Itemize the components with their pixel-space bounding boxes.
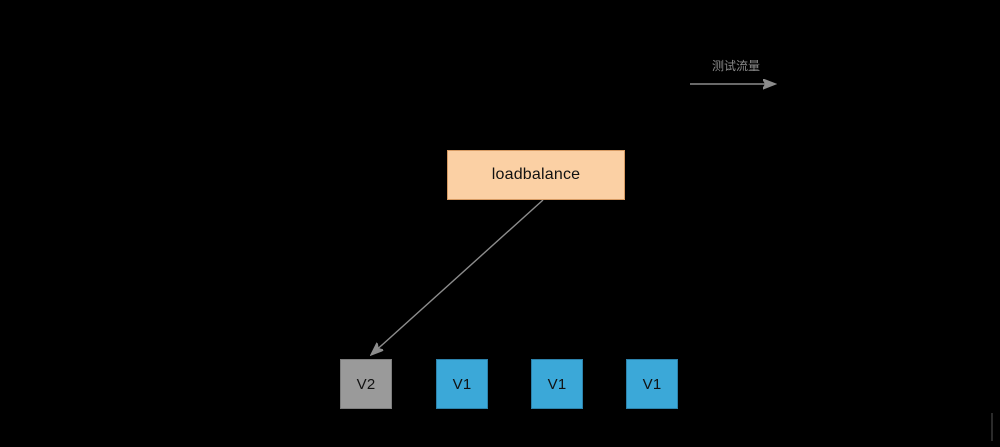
scrollbar-sliver[interactable]: [991, 413, 993, 441]
node-loadbalance-label: loadbalance: [491, 166, 581, 183]
edge-loadbalance-to-v2: [372, 199, 544, 354]
node-loadbalance[interactable]: loadbalance: [447, 150, 625, 200]
node-version-v2[interactable]: V2: [340, 359, 392, 409]
node-version-label: V1: [642, 375, 662, 393]
legend-test-traffic: 测试流量: [688, 58, 784, 94]
node-version-v1-3[interactable]: V1: [626, 359, 678, 409]
node-version-label: V1: [452, 375, 472, 393]
legend-label: 测试流量: [711, 59, 760, 73]
node-version-label: V2: [356, 375, 376, 393]
node-version-v1-2[interactable]: V1: [531, 359, 583, 409]
node-version-v1-1[interactable]: V1: [436, 359, 488, 409]
node-version-label: V1: [547, 375, 567, 393]
